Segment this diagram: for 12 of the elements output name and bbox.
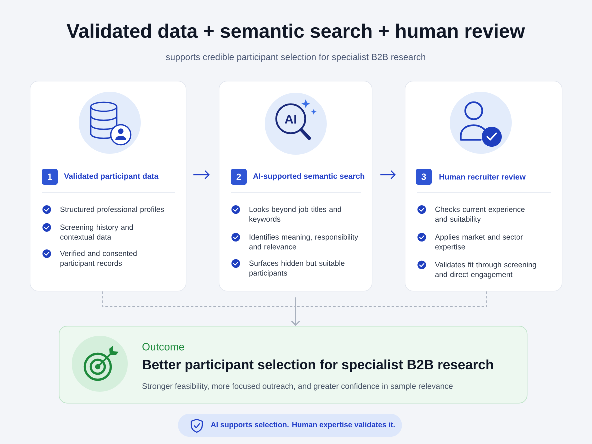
icon-text: AI xyxy=(285,115,296,124)
arrow xyxy=(380,170,396,180)
number-badge: 3 xyxy=(416,169,432,185)
number-badge: 1 xyxy=(42,169,58,185)
outcome-description: Stronger feasibility, more focused outreach, and greater confidence in sample relevance xyxy=(142,383,453,391)
title: Validated data + semantic search + human review xyxy=(66,24,526,38)
number-badge: 2 xyxy=(231,169,247,185)
outcome-heading: Better participant selection for specialist B2B research xyxy=(143,360,494,372)
arrow xyxy=(194,170,210,180)
subtitle: supports credible participant selection for specialist B2B research xyxy=(166,54,426,62)
dashed-connector xyxy=(292,291,488,326)
outcome-label: Outcome xyxy=(142,343,184,351)
